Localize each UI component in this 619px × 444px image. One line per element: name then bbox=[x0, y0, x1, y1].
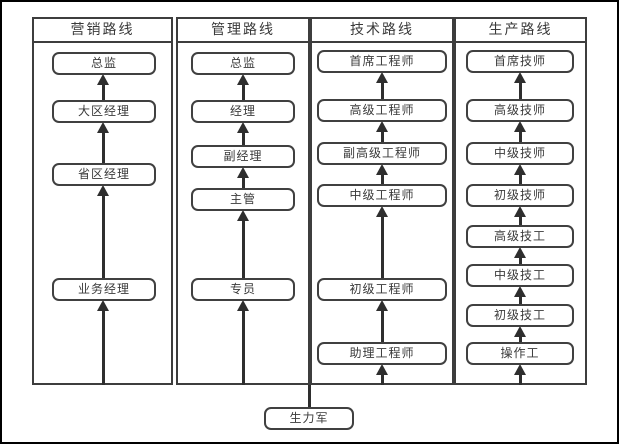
career-node: 高级技工 bbox=[466, 225, 574, 248]
career-node: 首席技师 bbox=[466, 50, 574, 73]
up-arrow-icon bbox=[376, 164, 388, 184]
up-arrow-icon bbox=[237, 210, 249, 278]
career-node: 高级工程师 bbox=[317, 99, 447, 122]
up-arrow-icon bbox=[237, 74, 249, 100]
column-title: 管理路线 bbox=[178, 19, 308, 43]
career-node: 经理 bbox=[191, 100, 295, 123]
up-arrow-icon bbox=[376, 300, 388, 342]
up-arrow-icon bbox=[514, 164, 526, 184]
column-title: 生产路线 bbox=[456, 19, 585, 43]
up-arrow-icon bbox=[97, 185, 109, 278]
career-node: 初级技工 bbox=[466, 304, 574, 327]
up-arrow-icon bbox=[376, 364, 388, 385]
career-node: 省区经理 bbox=[52, 163, 156, 186]
up-arrow-icon bbox=[514, 206, 526, 225]
up-arrow-icon bbox=[237, 122, 249, 145]
source-node: 生力军 bbox=[264, 407, 354, 430]
career-node: 中级工程师 bbox=[317, 184, 447, 207]
up-arrow-icon bbox=[514, 247, 526, 264]
column-title: 营销路线 bbox=[34, 19, 171, 43]
up-arrow-icon bbox=[97, 300, 109, 385]
up-arrow-icon bbox=[237, 300, 249, 385]
career-node: 助理工程师 bbox=[317, 342, 447, 365]
career-node: 总监 bbox=[191, 52, 295, 75]
career-node: 初级工程师 bbox=[317, 278, 447, 301]
up-arrow-icon bbox=[97, 122, 109, 163]
career-node: 操作工 bbox=[466, 342, 574, 365]
up-arrow-icon bbox=[376, 72, 388, 99]
up-arrow-icon bbox=[514, 364, 526, 385]
career-node: 大区经理 bbox=[52, 100, 156, 123]
up-arrow-icon bbox=[514, 286, 526, 304]
up-arrow-icon bbox=[514, 72, 526, 99]
up-arrow-icon bbox=[514, 326, 526, 342]
career-node: 副高级工程师 bbox=[317, 142, 447, 165]
up-arrow-icon bbox=[97, 74, 109, 100]
career-node: 高级技师 bbox=[466, 99, 574, 122]
career-node: 中级技工 bbox=[466, 264, 574, 287]
column-title: 技术路线 bbox=[312, 19, 452, 43]
career-node: 业务经理 bbox=[52, 278, 156, 301]
career-node: 总监 bbox=[52, 52, 156, 75]
up-arrow-icon bbox=[237, 167, 249, 188]
connector-line bbox=[308, 385, 311, 407]
career-node: 副经理 bbox=[191, 145, 295, 168]
up-arrow-icon bbox=[376, 121, 388, 142]
up-arrow-icon bbox=[376, 206, 388, 278]
career-node: 首席工程师 bbox=[317, 50, 447, 73]
career-node: 主管 bbox=[191, 188, 295, 211]
career-node: 中级技师 bbox=[466, 142, 574, 165]
career-node: 专员 bbox=[191, 278, 295, 301]
up-arrow-icon bbox=[514, 121, 526, 142]
career-node: 初级技师 bbox=[466, 184, 574, 207]
